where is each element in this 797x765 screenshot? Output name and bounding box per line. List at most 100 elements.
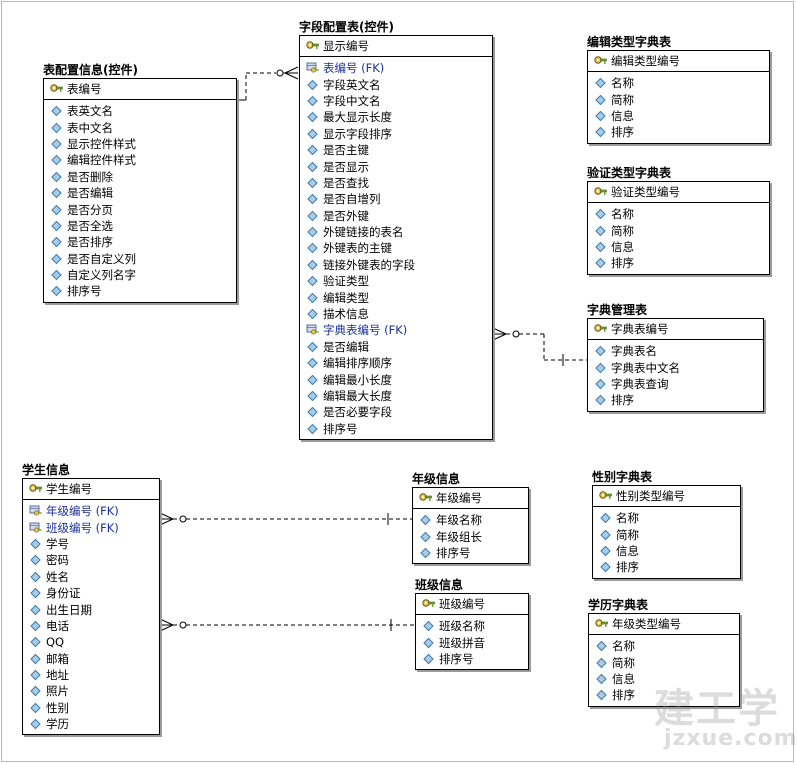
attribute-row: 字段英文名 xyxy=(300,76,492,92)
attribute-row: 名称 xyxy=(593,510,740,526)
attribute-label: 排序 xyxy=(616,560,639,575)
attribute-list: 名称简称信息排序 xyxy=(588,203,769,274)
attribute-diamond-icon xyxy=(422,637,435,649)
primary-key-label: 显示编号 xyxy=(323,39,369,53)
entity-validate-type-dict[interactable]: 验证类型字典表验证类型编号名称简称信息排序 xyxy=(587,166,770,275)
attribute-row: 显示控件样式 xyxy=(44,136,236,152)
attribute-diamond-icon xyxy=(29,636,42,648)
attribute-label: 学号 xyxy=(46,536,69,551)
attribute-row: 是否删除 xyxy=(44,169,236,185)
attribute-list: 班级名称班级拼音排序号 xyxy=(416,615,528,669)
attribute-row: 班级拼音 xyxy=(416,634,528,650)
attribute-diamond-icon xyxy=(306,210,319,222)
attribute-diamond-icon xyxy=(29,620,42,632)
primary-key-icon xyxy=(306,40,319,52)
attribute-label: 是否查找 xyxy=(323,175,369,190)
attribute-diamond-icon xyxy=(306,161,319,173)
attribute-row: 是否主键 xyxy=(300,142,492,158)
attribute-diamond-icon xyxy=(599,545,612,557)
primary-key-row: 显示编号 xyxy=(300,36,492,57)
primary-key-icon xyxy=(50,83,63,95)
primary-key-icon xyxy=(29,483,42,495)
attribute-label: 字典表编号 (FK) xyxy=(323,323,408,338)
attribute-row: 是否分页 xyxy=(44,201,236,217)
attribute-diamond-icon xyxy=(594,362,607,374)
attribute-row: 是否显示 xyxy=(300,158,492,174)
entity-student-info[interactable]: 学生信息学生编号年级编号 (FK)班级编号 (FK)学号密码姓名身份证出生日期电… xyxy=(22,463,160,736)
attribute-label: 名称 xyxy=(611,207,634,222)
attribute-row: 编辑类型 xyxy=(300,289,492,305)
attribute-row: 显示字段排序 xyxy=(300,126,492,142)
attribute-label: 简称 xyxy=(611,92,634,107)
attribute-diamond-icon xyxy=(50,154,63,166)
entity-title: 表配置信息(控件) xyxy=(43,63,138,77)
entity-title: 字段配置表(控件) xyxy=(299,20,394,34)
attribute-row: 是否全选 xyxy=(44,218,236,234)
attribute-row: 表中文名 xyxy=(44,119,236,135)
entity-gender-dict[interactable]: 性别字典表性别类型编号名称简称信息排序 xyxy=(592,470,741,579)
entity-class-info[interactable]: 班级信息班级编号班级名称班级拼音排序号 xyxy=(415,578,529,671)
attribute-row: 信息 xyxy=(589,671,739,687)
primary-key-icon xyxy=(599,490,612,502)
entity-box: 字典表编号字典表名字典表中文名字典表查询排序 xyxy=(587,318,764,412)
attribute-diamond-icon xyxy=(594,225,607,237)
attribute-label: 排序 xyxy=(612,688,635,703)
attribute-row: 电话 xyxy=(23,618,159,634)
attribute-diamond-icon xyxy=(50,187,63,199)
attribute-diamond-icon xyxy=(306,357,319,369)
attribute-diamond-icon xyxy=(599,561,612,573)
entity-edit-type-dict[interactable]: 编辑类型字典表编辑类型编号名称简称信息排序 xyxy=(587,35,770,144)
entity-grade-info[interactable]: 年级信息年级编号年级名称年级组长排序号 xyxy=(412,472,529,565)
attribute-diamond-icon xyxy=(595,640,608,652)
entity-box: 性别类型编号名称简称信息排序 xyxy=(592,485,741,579)
attribute-diamond-icon xyxy=(29,587,42,599)
attribute-row: 简称 xyxy=(588,222,769,238)
primary-key-label: 性别类型编号 xyxy=(616,489,685,503)
attribute-diamond-icon xyxy=(29,702,42,714)
attribute-diamond-icon xyxy=(29,571,42,583)
entity-title: 性别字典表 xyxy=(592,470,653,484)
entity-education-dict[interactable]: 学历字典表年级类型编号名称简称信息排序 xyxy=(588,598,740,707)
entity-title: 年级信息 xyxy=(412,472,461,486)
attribute-diamond-icon xyxy=(594,241,607,253)
attribute-diamond-icon xyxy=(306,128,319,140)
primary-key-row: 表编号 xyxy=(44,79,236,100)
attribute-row: 性别 xyxy=(23,700,159,716)
attribute-label: 地址 xyxy=(46,668,69,683)
primary-key-label: 验证类型编号 xyxy=(611,185,680,199)
entity-dict-manage[interactable]: 字典管理表字典表编号字典表名字典表中文名字典表查询排序 xyxy=(587,303,764,412)
entity-field-config[interactable]: 字段配置表(控件) 显示编号表编号 (FK)字段英文名字段中文名最大显示长度显示字… xyxy=(299,20,493,440)
attribute-diamond-icon xyxy=(29,554,42,566)
attribute-diamond-icon xyxy=(50,171,63,183)
primary-key-icon xyxy=(594,186,607,198)
attribute-row: 排序号 xyxy=(416,651,528,667)
attribute-diamond-icon xyxy=(599,512,612,524)
attribute-row: 排序 xyxy=(588,124,769,140)
attribute-row: 编辑排序顺序 xyxy=(300,355,492,371)
attribute-list: 表编号 (FK)字段英文名字段中文名最大显示长度显示字段排序是否主键是否显示是否… xyxy=(300,57,492,439)
attribute-row: 名称 xyxy=(589,638,739,654)
attribute-label: 编辑排序顺序 xyxy=(323,356,392,371)
attribute-row: 信息 xyxy=(593,543,740,559)
attribute-row: 是否查找 xyxy=(300,175,492,191)
foreign-key-icon xyxy=(306,324,319,336)
entity-title: 验证类型字典表 xyxy=(587,166,672,180)
attribute-diamond-icon xyxy=(595,657,608,669)
attribute-row: 年级组长 xyxy=(413,528,528,544)
attribute-label: 是否全选 xyxy=(67,218,113,233)
attribute-row: 表英文名 xyxy=(44,103,236,119)
primary-key-label: 班级编号 xyxy=(439,597,485,611)
attribute-row: 班级名称 xyxy=(416,618,528,634)
entity-box: 年级类型编号名称简称信息排序 xyxy=(588,613,740,707)
attribute-label: 身份证 xyxy=(46,586,81,601)
attribute-label: 是否分页 xyxy=(67,202,113,217)
attribute-diamond-icon xyxy=(306,406,319,418)
attribute-label: 班级拼音 xyxy=(439,635,485,650)
entity-table-config[interactable]: 表配置信息(控件)表编号表英文名表中文名显示控件样式编辑控件样式是否删除是否编辑… xyxy=(43,63,237,303)
attribute-label: 排序号 xyxy=(67,284,102,299)
foreign-key-row: 字典表编号 (FK) xyxy=(300,322,492,338)
attribute-diamond-icon xyxy=(419,547,432,559)
attribute-diamond-icon xyxy=(594,77,607,89)
attribute-label: 是否自定义列 xyxy=(67,251,136,266)
